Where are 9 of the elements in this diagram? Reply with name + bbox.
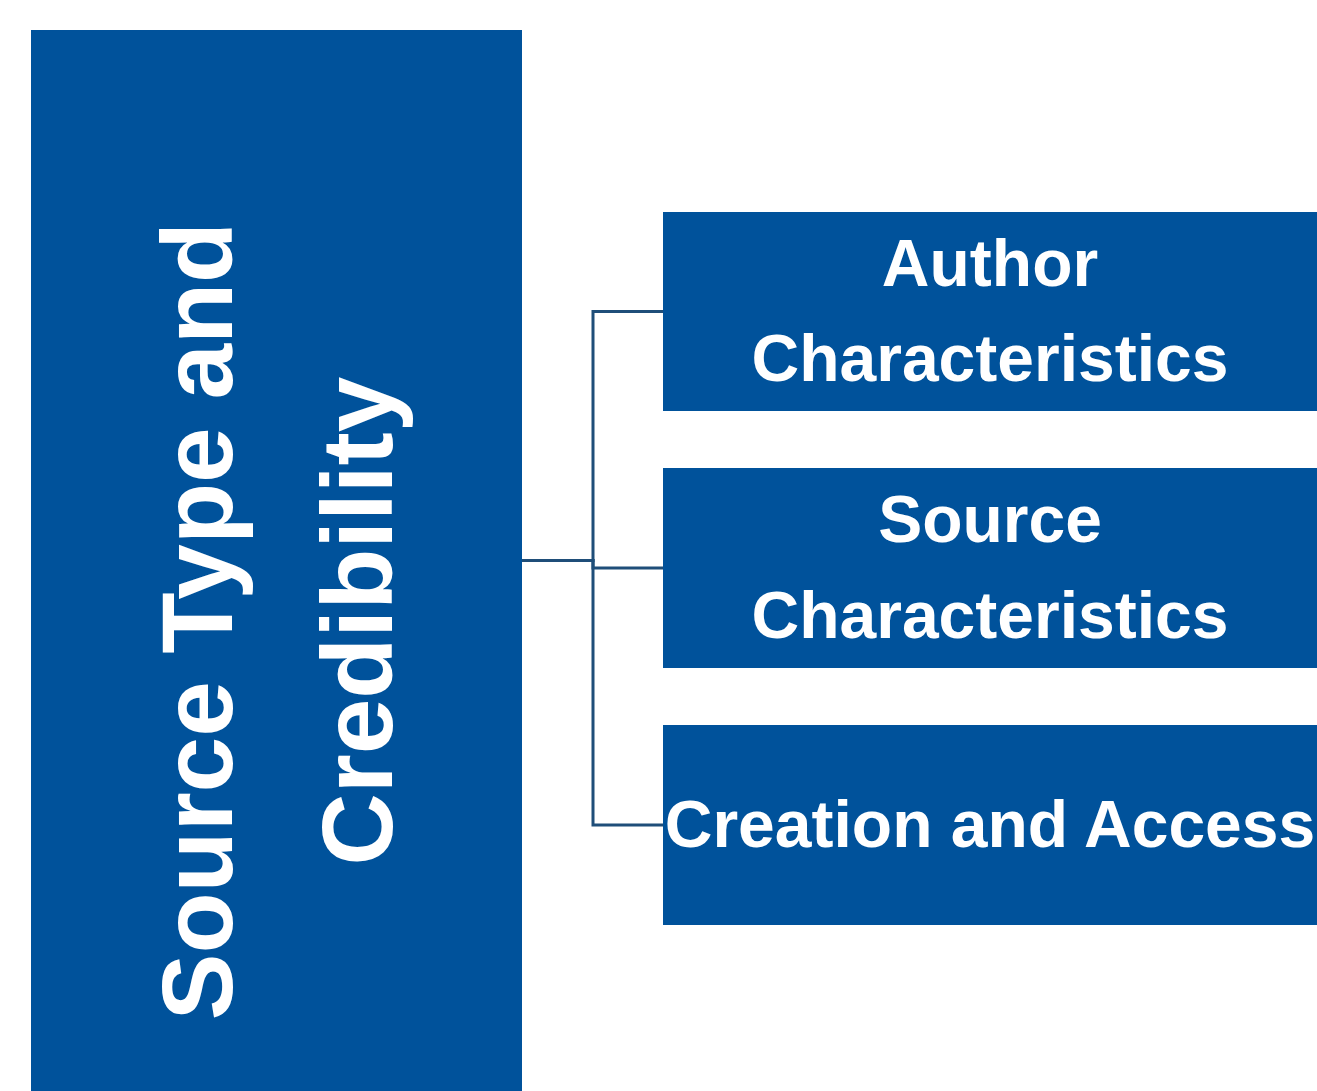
category-box (663, 212, 1317, 411)
category-box (663, 725, 1317, 925)
connector-line (522, 559, 663, 827)
category-label: Creation and Access (663, 786, 1317, 864)
category-box (663, 468, 1317, 668)
topic-title: Source Type and Credibility (139, 220, 414, 1022)
category-label: Source Characteristics (750, 481, 1230, 654)
category-label: Author Characteristics (750, 224, 1230, 398)
topic-box (31, 30, 522, 1091)
